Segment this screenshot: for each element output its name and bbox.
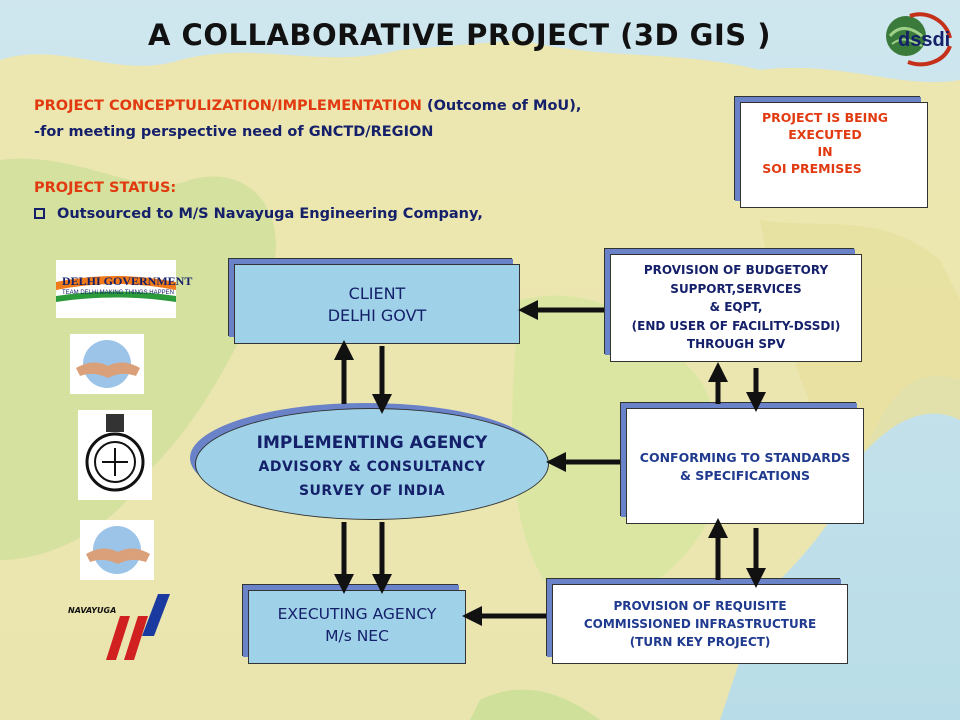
provision-line: COMMISSIONED INFRASTRUCTURE [583, 617, 817, 631]
handshake-image-1 [70, 334, 144, 394]
slide-title: A COLLABORATIVE PROJECT (3D GIS ) [148, 18, 772, 52]
budget-line: (END USER OF FACILITY-DSSDI) [631, 318, 841, 333]
delhi-gov-tagline: TEAM DELHI MAKING THINGS HAPPEN [62, 290, 174, 296]
agency-text: IMPLEMENTING AGENCY ADVISORY & CONSULTAN… [196, 431, 548, 503]
provision-line: (TURN KEY PROJECT) [629, 635, 771, 649]
svg-text:dssdi: dssdi [898, 29, 950, 51]
agency-line: IMPLEMENTING AGENCY [256, 433, 488, 453]
delhi-government-logo: DELHI GOVERNMENT TEAM DELHI MAKING THING… [56, 260, 192, 318]
mou-note: (Outcome of MoU), [421, 98, 582, 114]
executing-box: EXECUTING AGENCY M/s NEC [248, 590, 466, 664]
client-box: CLIENT DELHI GOVT [234, 264, 520, 344]
standards-box: CONFORMING TO STANDARDS & SPECIFICATIONS [626, 408, 864, 524]
client-box-text: CLIENT DELHI GOVT [235, 283, 519, 327]
project-status-item: Outsourced to M/S Navayuga Engineering C… [34, 206, 483, 222]
client-line: DELHI GOVT [327, 306, 427, 325]
client-line: CLIENT [348, 284, 406, 303]
dssdi-logo: dssdi [886, 12, 952, 67]
budget-line: THROUGH SPV [686, 337, 786, 351]
status-item-text: Outsourced to M/S Navayuga Engineering C… [57, 206, 483, 222]
handshake-icon [76, 340, 140, 388]
note-line: EXECUTED [788, 127, 862, 142]
note-line: SOI PREMISES [762, 161, 862, 176]
budget-line: & EQPT, [709, 300, 763, 314]
project-status-label: PROJECT STATUS: [34, 180, 177, 196]
conceptualization-label: PROJECT CONCEPTULIZATION/IMPLEMENTATION [34, 98, 422, 114]
standards-text: CONFORMING TO STANDARDS & SPECIFICATIONS [627, 449, 863, 485]
note-box-text: PROJECT IS BEING EXECUTED IN SOI PREMISE… [741, 109, 927, 177]
budget-line: SUPPORT,SERVICES [670, 281, 802, 296]
intro-line-1: PROJECT CONCEPTULIZATION/IMPLEMENTATION … [34, 98, 581, 114]
agency-line: ADVISORY & CONSULTANCY [258, 459, 486, 475]
navayuga-logo [106, 594, 170, 660]
handshake-icon [86, 526, 150, 574]
note-box: PROJECT IS BEING EXECUTED IN SOI PREMISE… [740, 102, 928, 208]
executing-line: EXECUTING AGENCY [277, 605, 437, 623]
survey-of-india-emblem [78, 410, 152, 500]
provision-box: PROVISION OF REQUISITE COMMISSIONED INFR… [552, 584, 848, 664]
provision-line: PROVISION OF REQUISITE [613, 599, 787, 613]
executing-text: EXECUTING AGENCY M/s NEC [249, 603, 465, 647]
note-line: IN [817, 144, 833, 159]
standards-line: CONFORMING TO STANDARDS [639, 450, 851, 465]
executing-line: M/s NEC [325, 627, 389, 645]
seal-icon [85, 414, 145, 492]
implementing-agency-ellipse: IMPLEMENTING AGENCY ADVISORY & CONSULTAN… [195, 408, 549, 520]
delhi-gov-text: DELHI GOVERNMENT [62, 274, 193, 288]
note-line: PROJECT IS BEING [761, 110, 889, 125]
navayuga-label: NAVAYUGA [68, 606, 117, 615]
delhi-government-emblem [56, 276, 176, 302]
handshake-image-2 [80, 520, 154, 580]
budget-box-text: PROVISION OF BUDGETORY SUPPORT,SERVICES … [611, 261, 861, 354]
budget-line: PROVISION OF BUDGETORY [643, 263, 829, 277]
budget-box: PROVISION OF BUDGETORY SUPPORT,SERVICES … [610, 254, 862, 362]
provision-text: PROVISION OF REQUISITE COMMISSIONED INFR… [553, 597, 847, 651]
standards-line: & SPECIFICATIONS [679, 468, 811, 483]
intro-line-2: -for meeting perspective need of GNCTD/R… [34, 124, 434, 140]
checkbox-bullet-icon [34, 208, 45, 219]
agency-line: SURVEY OF INDIA [298, 483, 446, 499]
